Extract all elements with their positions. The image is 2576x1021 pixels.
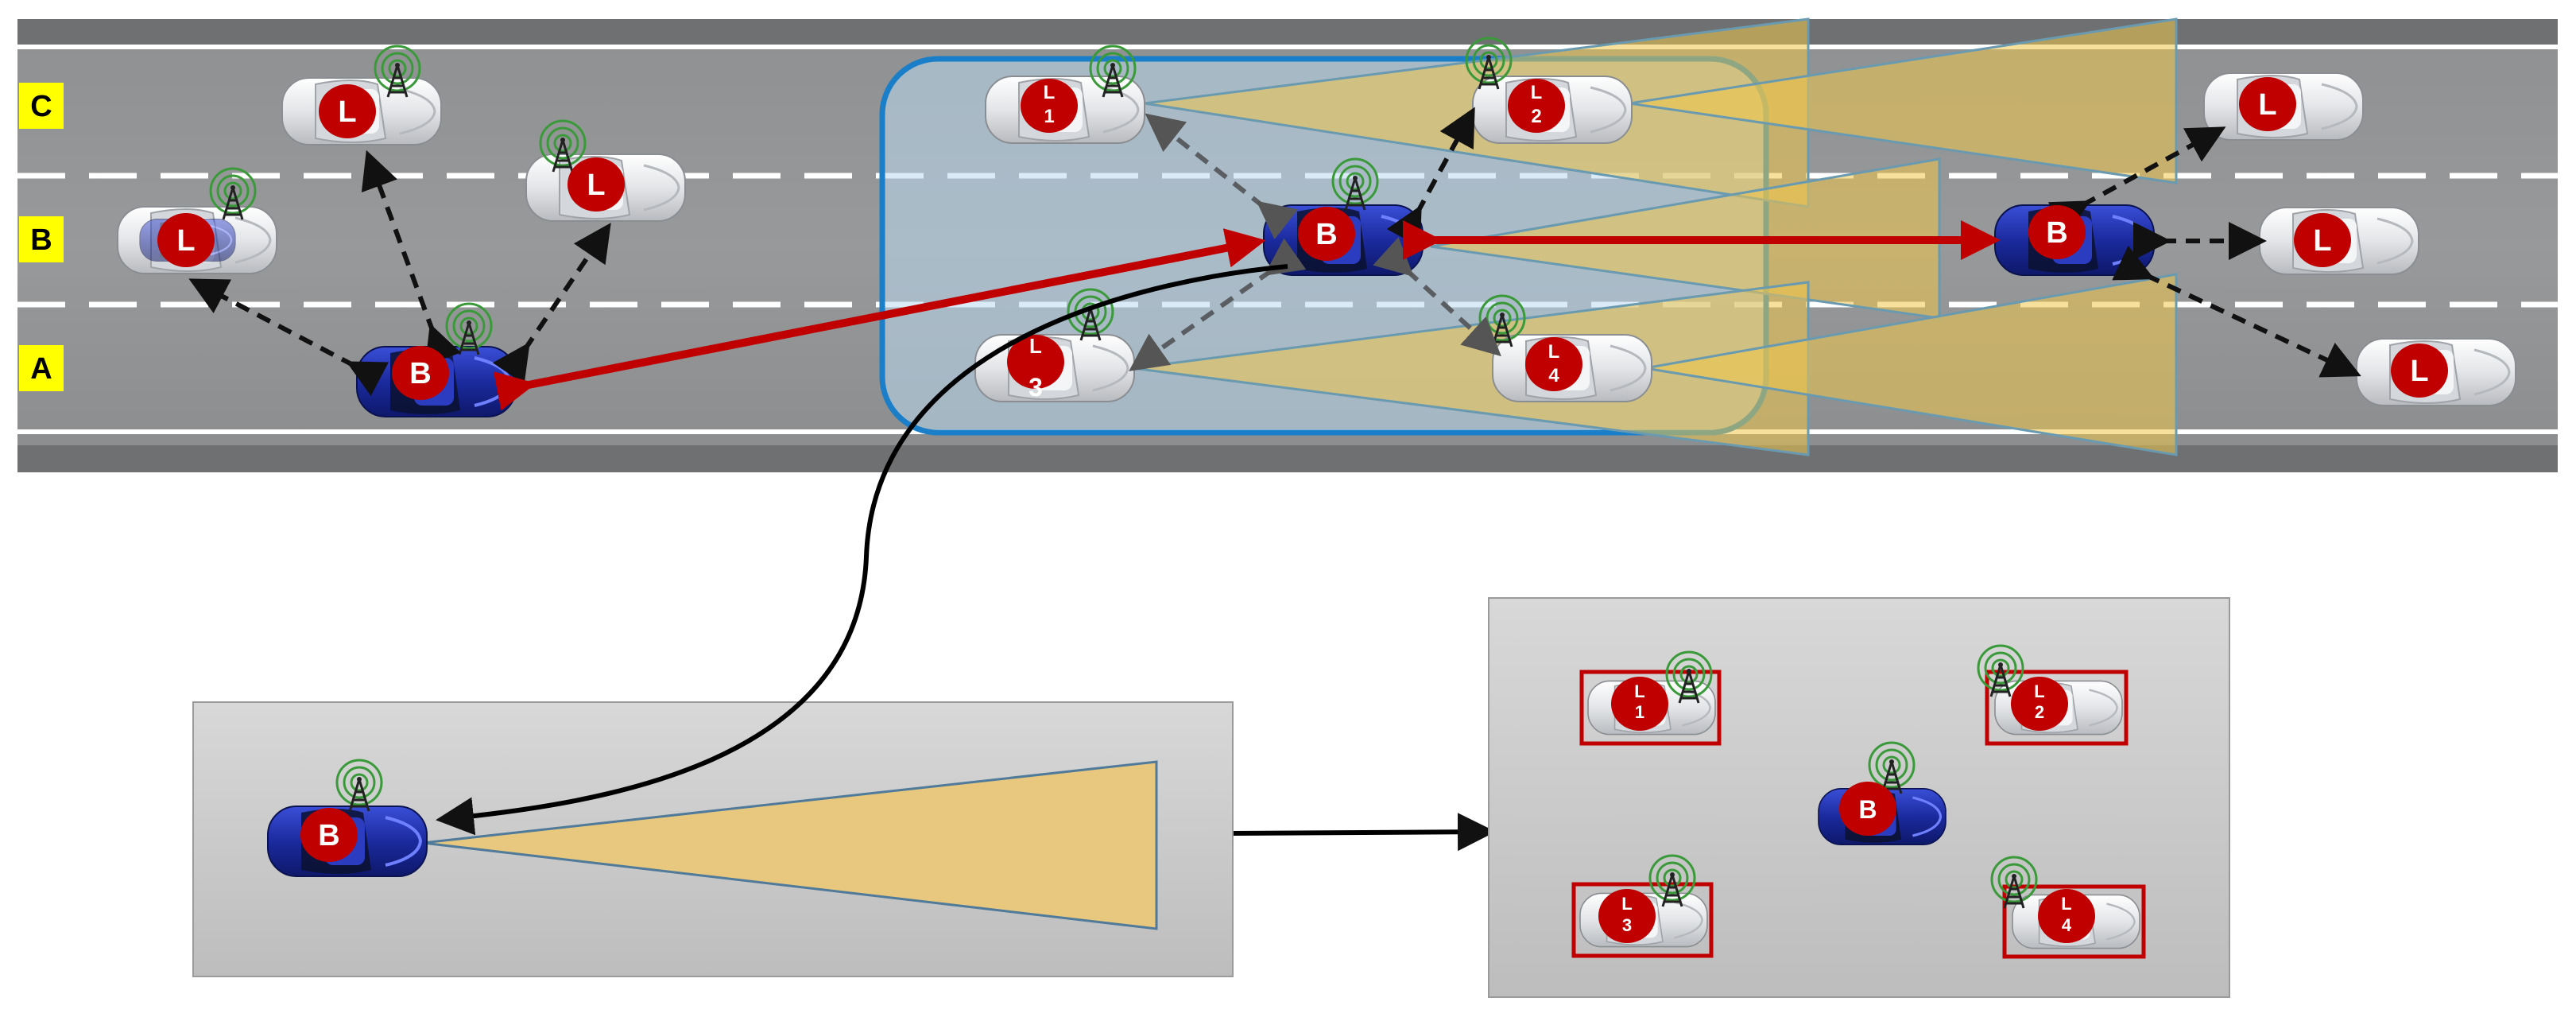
svg-text:L: L [2258,88,2276,122]
detected-leader-2[interactable]: L 2 [1977,644,2129,746]
svg-text:B: B [409,357,431,390]
road-badges: L L L B L 1 L 2 B L 3 L 4 B L L L [157,77,2448,402]
leader-badge: L [157,213,215,267]
svg-text:1: 1 [1044,106,1054,127]
sensor-view-panel: B [192,701,1234,977]
svg-text:A: A [30,352,52,386]
lane-label-c: C [19,83,64,129]
svg-text:2: 2 [2035,702,2044,722]
basic-badge: B [2028,205,2086,259]
svg-text:1: 1 [1635,702,1644,722]
detected-leader-4[interactable]: L 4 [1990,856,2146,959]
lane-label-a: A [19,345,64,391]
zoom-arrow [436,264,1288,836]
svg-text:3: 3 [1622,915,1632,935]
detected-vehicles-panel: L 1 L 2 B L 3 [1488,597,2230,998]
leader-badge: L [2294,213,2351,267]
sensor-cone [422,760,1158,930]
basic-badge: B [300,808,358,862]
svg-text:L: L [2410,355,2428,388]
leader-badge: L [567,157,625,212]
svg-text:2: 2 [1531,106,1541,127]
detected-leader-1[interactable]: L 1 [1579,650,1722,746]
svg-text:B: B [1315,218,1337,251]
leader-badge: L [2391,344,2448,398]
leader-badge-1: L 1 [1021,79,1078,133]
svg-text:L: L [176,224,195,258]
leader-badge-2: L 2 [1508,79,1565,133]
basic-badge: B [1298,207,1355,261]
leader-badge-3: L 3 [1007,334,1064,402]
svg-text:L: L [1531,82,1543,103]
leader-badge: L [319,84,376,138]
svg-text:B: B [1858,795,1877,824]
svg-text:L: L [338,95,356,129]
svg-text:L: L [1548,341,1560,363]
svg-text:L: L [1044,82,1056,103]
svg-text:B: B [30,223,52,257]
svg-text:L: L [1621,894,1632,914]
svg-text:L: L [2034,681,2044,701]
leader-badge-4: L 4 [1525,337,1582,391]
svg-text:L: L [2061,894,2071,914]
svg-text:L: L [587,169,605,202]
sensor-cones [1132,17,2178,456]
svg-text:3: 3 [1028,373,1043,402]
v2v-links [188,107,2361,411]
sensor-cone [1629,17,2178,184]
leader-badge: L [2239,77,2296,131]
svg-text:B: B [318,819,339,852]
process-arrow [1233,813,1496,852]
svg-text:B: B [2046,216,2067,250]
lane-label-b: B [19,216,64,262]
lane-labels: C B A [19,83,64,391]
detected-basic[interactable]: B [1817,741,1947,846]
basic-badge: B [392,346,449,400]
svg-text:C: C [30,90,52,123]
svg-text:4: 4 [1548,365,1559,386]
svg-text:L: L [2313,224,2331,258]
svg-text:4: 4 [2062,915,2072,935]
detected-leader-3[interactable]: L 3 [1571,854,1714,958]
svg-text:L: L [1029,334,1042,358]
svg-text:L: L [1634,681,1644,701]
